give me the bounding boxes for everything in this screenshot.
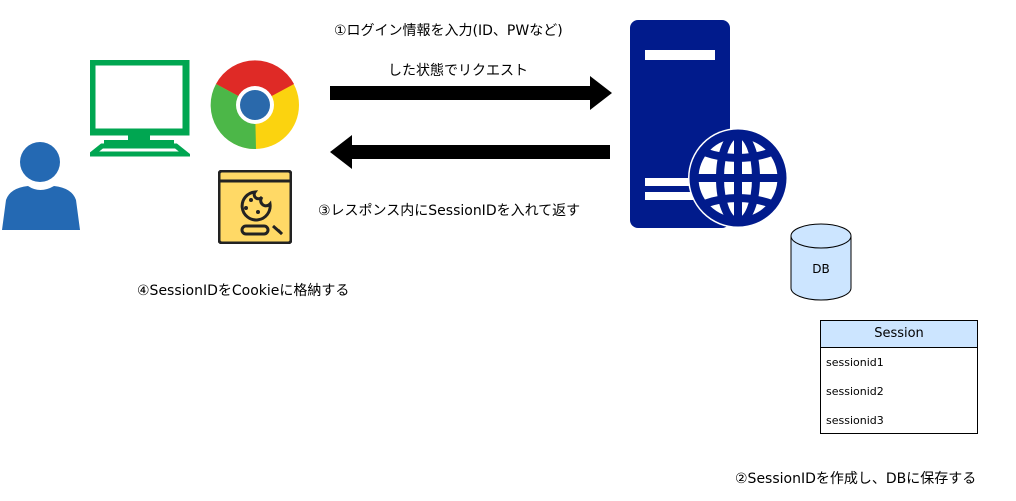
step1-label: ①ログイン情報を入力(ID、PWなど) bbox=[334, 23, 563, 39]
step4-label: ④SessionIDをCookieに格納する bbox=[137, 283, 350, 299]
session-table-title: Session bbox=[821, 321, 977, 348]
globe-icon bbox=[688, 128, 788, 228]
db-label: DB bbox=[812, 262, 830, 276]
table-row: sessionid2 bbox=[826, 385, 884, 398]
cookie-icon bbox=[218, 170, 292, 244]
chrome-browser-icon bbox=[210, 60, 299, 150]
step1-label-line2: した状態でリクエスト bbox=[388, 63, 528, 79]
table-row: sessionid3 bbox=[826, 414, 884, 427]
user-icon bbox=[2, 142, 80, 230]
table-row: sessionid1 bbox=[826, 356, 884, 369]
web-server-icon bbox=[630, 20, 788, 228]
database-icon bbox=[790, 223, 852, 301]
database: DB bbox=[790, 222, 852, 302]
computer-monitor-icon bbox=[90, 60, 190, 157]
step2-label: ②SessionIDを作成し、DBに保存する bbox=[735, 471, 977, 487]
session-table: Session sessionid1 sessionid2 sessionid3 bbox=[820, 320, 978, 434]
step3-label: ③レスポンス内にSessionIDを入れて返す bbox=[318, 203, 581, 219]
